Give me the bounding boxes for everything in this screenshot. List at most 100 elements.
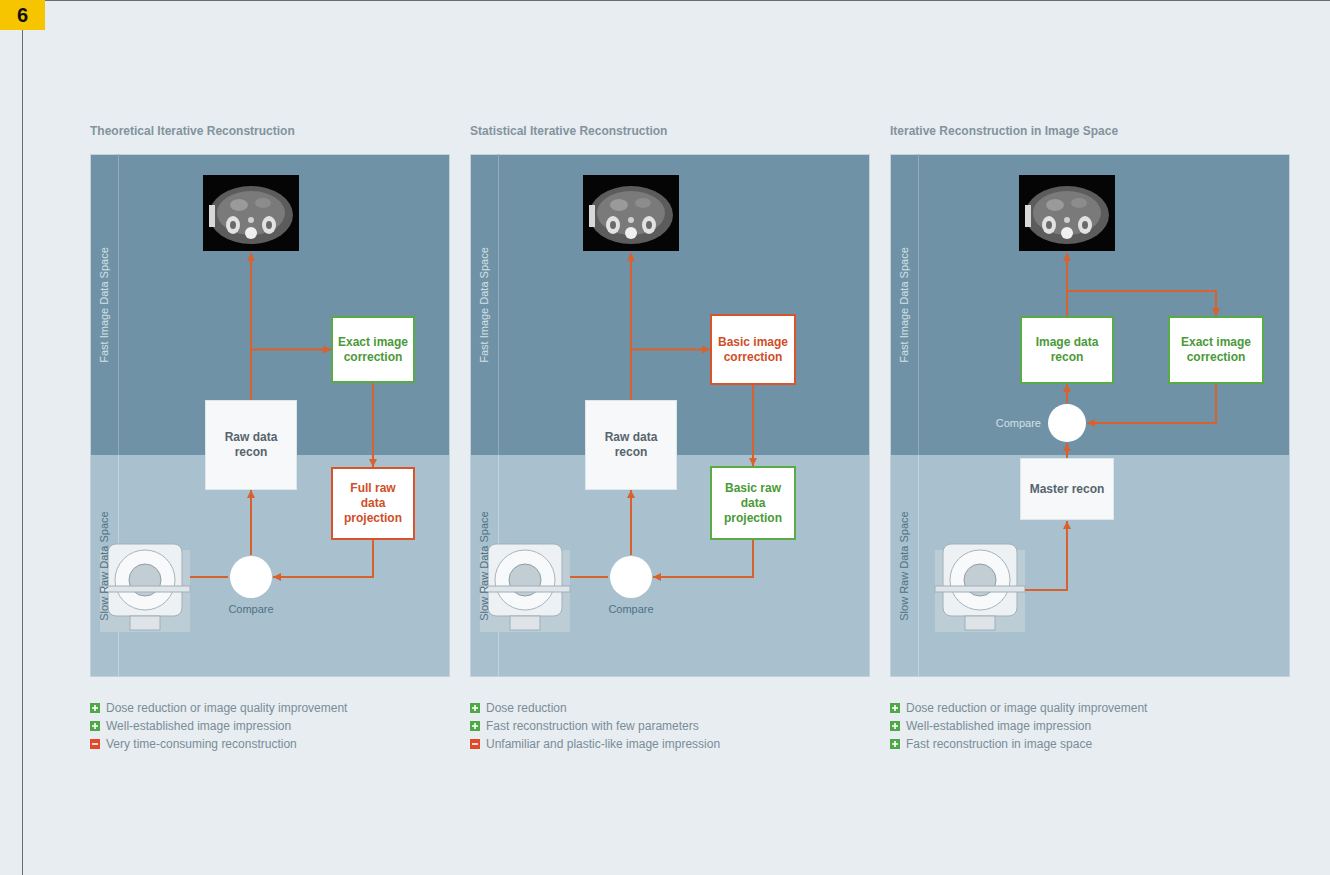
plus-icon bbox=[90, 721, 100, 731]
process-box: Image data recon bbox=[1020, 316, 1114, 384]
flow-arrow bbox=[1067, 291, 1216, 316]
process-box: Full raw data projection bbox=[331, 467, 415, 540]
bullet-text: Well-established image impression bbox=[106, 718, 291, 734]
figure-number: 6 bbox=[0, 0, 45, 30]
plus-sign bbox=[472, 723, 478, 729]
plus-icon bbox=[470, 703, 480, 713]
bullet-text: Very time-consuming reconstruction bbox=[106, 736, 297, 752]
compare-circle bbox=[229, 555, 273, 599]
flow-arrow bbox=[250, 490, 252, 555]
strip-divider bbox=[118, 154, 119, 455]
method-panel: Statistical Iterative ReconstructionFast… bbox=[470, 154, 870, 677]
minus-icon bbox=[90, 739, 100, 749]
flow-arrow bbox=[630, 490, 632, 555]
flow-arrow bbox=[1087, 384, 1216, 423]
flow-arrow bbox=[251, 350, 331, 401]
compare-label: Compare bbox=[228, 603, 273, 616]
slow-band bbox=[890, 455, 1290, 677]
frame-line bbox=[45, 0, 1330, 1]
flow-arrow bbox=[653, 540, 753, 577]
compare-circle bbox=[1048, 404, 1086, 442]
flow-line bbox=[1025, 521, 1067, 590]
minus-icon bbox=[470, 739, 480, 749]
frame-line bbox=[22, 30, 23, 875]
ct-image bbox=[1019, 175, 1115, 251]
data-space-band: Fast Image Data Space bbox=[890, 154, 1290, 455]
figure-number-box bbox=[0, 0, 45, 30]
flow-line bbox=[190, 576, 228, 578]
compare-label: Compare bbox=[996, 417, 1041, 430]
plus-icon bbox=[890, 703, 900, 713]
band-label: Slow Raw Data Space bbox=[478, 511, 491, 620]
process-box: Exact image correction bbox=[331, 316, 415, 383]
fast-band bbox=[890, 154, 1290, 455]
plus-sign bbox=[892, 741, 898, 747]
ct-image bbox=[203, 175, 299, 251]
minus-sign bbox=[92, 743, 98, 745]
flow-arrow bbox=[752, 385, 754, 466]
box-label: Image data recon bbox=[1026, 335, 1108, 365]
bullet-text: Well-established image impression bbox=[906, 718, 1091, 734]
band-label: Fast Image Data Space bbox=[478, 247, 491, 363]
compare-circle bbox=[609, 555, 653, 599]
panel-title: Statistical Iterative Reconstruction bbox=[470, 124, 667, 139]
band-label: Slow Raw Data Space bbox=[898, 511, 911, 620]
compare-circle bbox=[610, 556, 652, 598]
plus-sign bbox=[472, 705, 478, 711]
panel-outline bbox=[91, 155, 450, 677]
bullet-text: Unfamiliar and plastic-like image impres… bbox=[486, 736, 720, 752]
flow-arrow bbox=[1066, 443, 1068, 458]
ct-image bbox=[583, 175, 679, 251]
panel-title: Iterative Reconstruction in Image Space bbox=[890, 124, 1118, 139]
compare-node: Compare bbox=[1047, 403, 1087, 443]
flow-line bbox=[570, 576, 608, 578]
bullet-text: Fast reconstruction with few parameters bbox=[486, 718, 699, 734]
box-label: Raw data recon bbox=[210, 430, 292, 460]
ct-scanner bbox=[480, 544, 570, 632]
strip-divider bbox=[918, 455, 919, 677]
process-box: Exact image correction bbox=[1168, 316, 1264, 384]
plus-icon bbox=[890, 721, 900, 731]
flow-arrow bbox=[631, 350, 710, 401]
plus-sign bbox=[892, 723, 898, 729]
compare-circle bbox=[230, 556, 272, 598]
bullet-text: Dose reduction or image quality improvem… bbox=[106, 700, 347, 716]
flow-arrow bbox=[372, 383, 374, 467]
ct-scanner bbox=[935, 544, 1025, 632]
box-label: Exact image correction bbox=[1174, 335, 1258, 365]
plus-icon bbox=[890, 739, 900, 749]
plus-icon bbox=[470, 721, 480, 731]
band-label: Fast Image Data Space bbox=[98, 247, 111, 363]
bullet-text: Dose reduction or image quality improvem… bbox=[906, 700, 1147, 716]
process-box: Master recon bbox=[1020, 458, 1114, 520]
plus-icon bbox=[90, 703, 100, 713]
box-label: Full raw data projection bbox=[337, 481, 409, 526]
panel-outline bbox=[891, 155, 1290, 677]
compare-node: Compare bbox=[609, 555, 653, 599]
minus-sign bbox=[472, 743, 478, 745]
band-label: Slow Raw Data Space bbox=[98, 511, 111, 620]
strip-divider bbox=[918, 154, 919, 455]
ct-scanner bbox=[100, 544, 190, 632]
process-box: Raw data recon bbox=[205, 400, 297, 490]
plus-sign bbox=[92, 723, 98, 729]
process-box: Basic raw data projection bbox=[710, 466, 796, 540]
box-label: Raw data recon bbox=[590, 430, 672, 460]
bullet-text: Fast reconstruction in image space bbox=[906, 736, 1092, 752]
method-panel: Iterative Reconstruction in Image SpaceF… bbox=[890, 154, 1290, 677]
compare-label: Compare bbox=[608, 603, 653, 616]
plus-sign bbox=[892, 705, 898, 711]
process-box: Raw data recon bbox=[585, 400, 677, 490]
panel-title: Theoretical Iterative Reconstruction bbox=[90, 124, 295, 139]
box-label: Master recon bbox=[1030, 482, 1105, 497]
flow-arrow bbox=[273, 540, 373, 577]
box-label: Basic raw data projection bbox=[716, 481, 790, 526]
box-label: Exact image correction bbox=[337, 335, 409, 365]
compare-node: Compare bbox=[229, 555, 273, 599]
method-panel: Theoretical Iterative ReconstructionFast… bbox=[90, 154, 450, 677]
box-label: Basic image correction bbox=[716, 335, 790, 365]
bullet-text: Dose reduction bbox=[486, 700, 567, 716]
strip-divider bbox=[498, 154, 499, 455]
